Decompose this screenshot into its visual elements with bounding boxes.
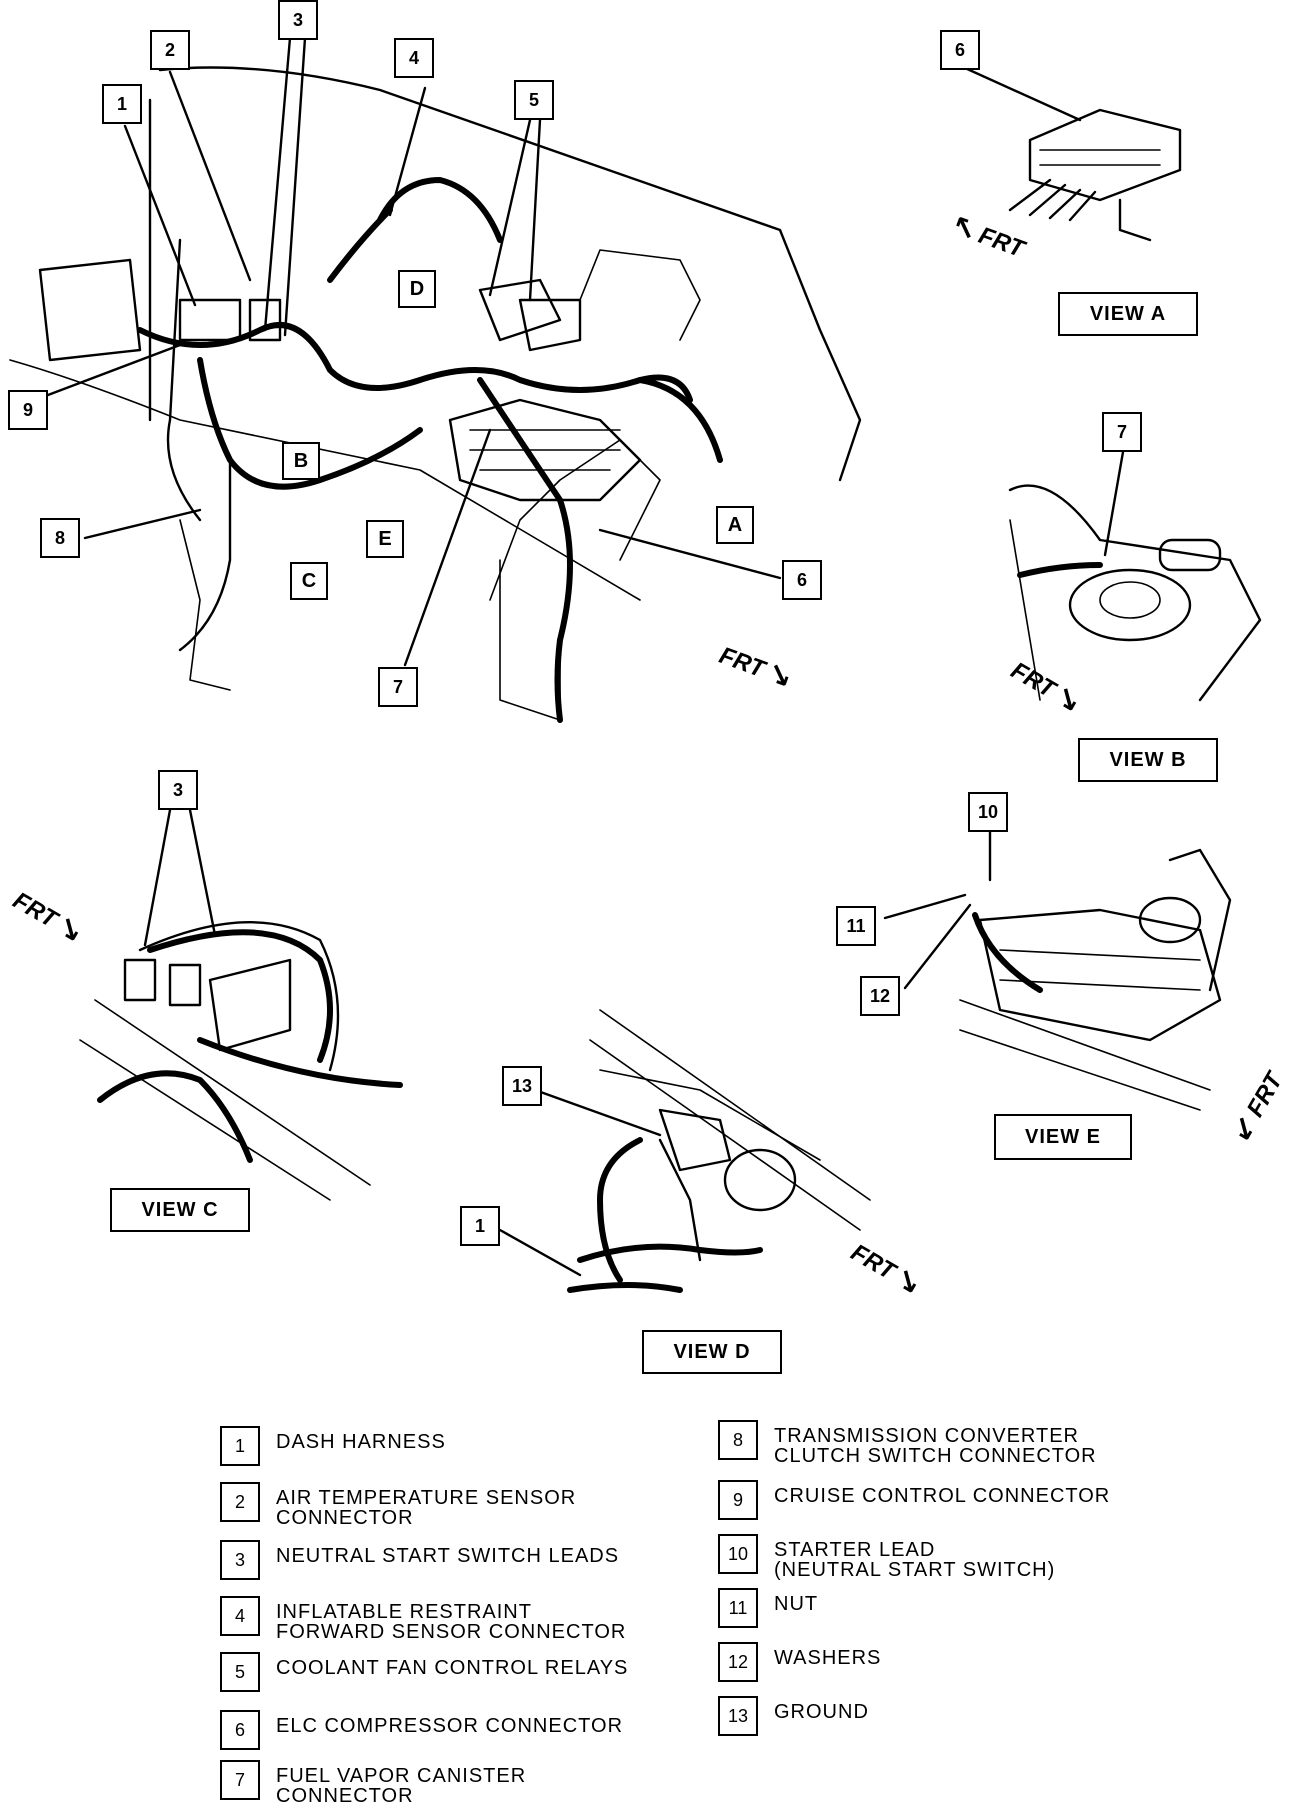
legend-item: 7 FUEL VAPOR CANISTER CONNECTOR [220,1760,676,1806]
legend-number: 4 [220,1596,260,1636]
callout-13: 13 [502,1066,542,1106]
legend-text: ELC COMPRESSOR CONNECTOR [276,1715,624,1737]
legend-number: 8 [718,1420,758,1460]
legend: 1 DASH HARNESS 2 AIR TEMPERATURE SENSOR … [220,1420,1200,1810]
callout-3-view-c: 3 [158,770,198,810]
legend-item: 11 NUT [718,1588,1174,1628]
view-marker-b: B [282,442,320,480]
callout-1-view-d: 1 [460,1206,500,1246]
callout-11: 11 [836,906,876,946]
legend-text: NEUTRAL START SWITCH LEADS [276,1545,620,1567]
callout-7-main: 7 [378,667,418,707]
legend-item: 2 AIR TEMPERATURE SENSOR CONNECTOR [220,1482,676,1528]
legend-item: 6 ELC COMPRESSOR CONNECTOR [220,1710,676,1750]
view-e-label: VIEW E [994,1114,1132,1160]
callout-1-main: 1 [102,84,142,124]
callout-7-view-b: 7 [1102,412,1142,452]
callout-6-main: 6 [782,560,822,600]
legend-item: 12 WASHERS [718,1642,1174,1682]
legend-text: CRUISE CONTROL CONNECTOR [774,1485,1111,1507]
callout-2: 2 [150,30,190,70]
legend-number: 5 [220,1652,260,1692]
view-b-label: VIEW B [1078,738,1218,782]
legend-item: 13 GROUND [718,1696,1174,1736]
legend-number: 10 [718,1534,758,1574]
callout-9: 9 [8,390,48,430]
legend-text: WASHERS [774,1647,882,1669]
view-d-label: VIEW D [642,1330,782,1374]
legend-number: 12 [718,1642,758,1682]
legend-number: 13 [718,1696,758,1736]
legend-item: 8 TRANSMISSION CONVERTER CLUTCH SWITCH C… [718,1420,1174,1466]
main-leader-lines [46,36,782,667]
legend-item: 10 STARTER LEAD (NEUTRAL START SWITCH) [718,1534,1174,1580]
legend-number: 1 [220,1426,260,1466]
legend-text: AIR TEMPERATURE SENSOR CONNECTOR [276,1487,577,1529]
view-marker-d: D [398,270,436,308]
view-a-label: VIEW A [1058,292,1198,336]
legend-number: 6 [220,1710,260,1750]
view-c-illustration [79,808,403,1201]
legend-number: 11 [718,1588,758,1628]
legend-item: 4 INFLATABLE RESTRAINT FORWARD SENSOR CO… [220,1596,676,1642]
legend-item: 1 DASH HARNESS [220,1426,676,1466]
legend-text: TRANSMISSION CONVERTER CLUTCH SWITCH CON… [774,1425,1097,1467]
legend-number: 9 [718,1480,758,1520]
callout-6-view-a: 6 [940,30,980,70]
legend-item: 3 NEUTRAL START SWITCH LEADS [220,1540,676,1580]
legend-item: 9 CRUISE CONTROL CONNECTOR [718,1480,1174,1520]
callout-10: 10 [968,792,1008,832]
legend-text: STARTER LEAD (NEUTRAL START SWITCH) [774,1539,1056,1581]
legend-text: INFLATABLE RESTRAINT FORWARD SENSOR CONN… [276,1601,627,1643]
legend-number: 2 [220,1482,260,1522]
legend-text: GROUND [774,1701,869,1723]
legend-text: NUT [774,1593,819,1615]
legend-number: 3 [220,1540,260,1580]
legend-number: 7 [220,1760,260,1800]
callout-8: 8 [40,518,80,558]
view-e-illustration [883,828,1232,1111]
view-marker-e: E [366,520,404,558]
view-b-illustration [1008,450,1262,702]
view-a-illustration [963,66,1182,242]
legend-text: DASH HARNESS [276,1431,446,1453]
legend-text: FUEL VAPOR CANISTER CONNECTOR [276,1765,527,1807]
callout-12: 12 [860,976,900,1016]
legend-item: 5 COOLANT FAN CONTROL RELAYS [220,1652,676,1692]
callout-3-main: 3 [278,0,318,40]
view-d-illustration [498,1009,871,1293]
view-c-label: VIEW C [110,1188,250,1232]
callout-5: 5 [514,80,554,120]
callout-4: 4 [394,38,434,78]
view-marker-c: C [290,562,328,600]
legend-text: COOLANT FAN CONTROL RELAYS [276,1657,629,1679]
main-engine-illustration [9,66,862,723]
view-marker-a: A [716,506,754,544]
